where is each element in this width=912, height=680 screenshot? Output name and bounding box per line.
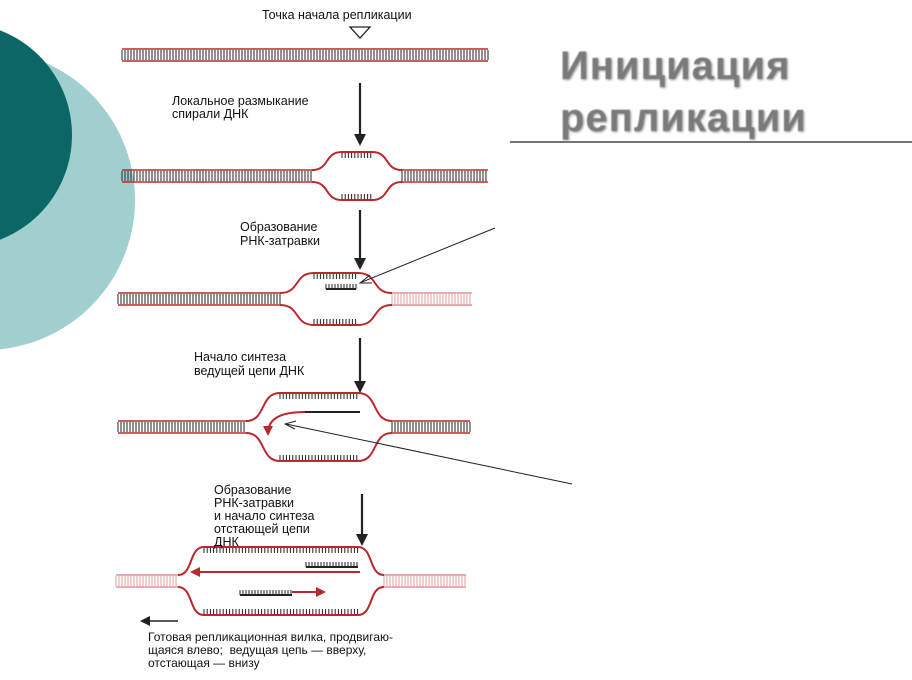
caption-line2: щаяся влево; ведущая цепь — вверху, xyxy=(148,643,367,657)
rna-primer-row-3 xyxy=(325,284,357,290)
dna-row-4-right xyxy=(391,420,471,434)
dna-row-4-bubble xyxy=(245,392,393,462)
pointer-line-primer xyxy=(361,227,496,283)
dna-row-3-right-rungs xyxy=(391,294,471,304)
dna-row-5-right xyxy=(383,574,466,588)
step3-label-line1: Начало синтеза xyxy=(194,350,287,364)
rna-primer-leading-row-5-bases xyxy=(305,562,358,567)
dna-row-3-right xyxy=(391,292,472,306)
dna-row-1-rungs xyxy=(121,50,489,60)
dna-row-4-left xyxy=(117,420,246,434)
caption-line1: Готовая репликационная вилка, продвигаю- xyxy=(148,630,394,644)
lagging-arrowhead-row-5 xyxy=(316,587,326,597)
dna-row-3-left xyxy=(117,292,281,306)
pointer-arrowhead-leading xyxy=(283,420,297,430)
slide-title: Инициация репликации xyxy=(560,40,860,144)
title-line-1: Инициация xyxy=(560,44,791,88)
dna-row-4-left-rungs xyxy=(117,422,245,432)
dna-row-5-left-rungs xyxy=(115,576,177,586)
step2-label-line1: Образование xyxy=(240,220,318,234)
step3-label-line2: ведущей цепи ДНК xyxy=(194,364,305,378)
dna-row-2-bubble-bottom-strand xyxy=(311,181,403,201)
dna-row-5-left xyxy=(115,574,178,588)
dna-row-4-bubble-bottom-strand xyxy=(245,432,393,462)
step4-label-line3: и начало синтеза xyxy=(214,509,315,523)
dna-row-5-bubble-top-strand xyxy=(177,546,385,576)
dna-row-3-bubble-bottom-strand xyxy=(279,304,393,326)
dna-row-2-right xyxy=(401,169,488,183)
dna-row-5-bubble xyxy=(177,546,385,616)
step4-label-line4: отстающей цепи xyxy=(214,522,310,536)
pointer-arrowhead-primer xyxy=(358,274,372,284)
dna-row-3-bubble xyxy=(279,272,393,326)
dna-row-5-right-rungs xyxy=(383,576,466,586)
dna-row-4-right-rungs xyxy=(391,422,471,432)
step-arrow-2 xyxy=(354,210,366,270)
dna-row-3-left-rungs xyxy=(117,294,281,304)
dna-row-5-bubble-bottom-strand xyxy=(177,586,385,616)
step4-label-line2: РНК-затравки xyxy=(214,496,294,510)
dna-row-1 xyxy=(121,48,489,62)
dna-row-5-bubble-bases xyxy=(203,548,359,614)
rna-primer-row-3-bases xyxy=(325,284,357,289)
rna-primer-lagging-row-5-bases xyxy=(239,590,292,595)
leading-arrowhead-row-4 xyxy=(263,426,273,436)
step-arrow-4 xyxy=(356,494,368,546)
dna-row-2-bubble-top-strand xyxy=(311,151,403,171)
title-line-2: репликации xyxy=(560,96,807,140)
step1-label-line2: спирали ДНК xyxy=(172,107,249,121)
step4-label-line1: Образование xyxy=(214,483,292,497)
step2-label-line2: РНК-затравки xyxy=(240,234,320,248)
leading-arrowhead-row-5 xyxy=(190,567,200,577)
dna-row-2-left xyxy=(121,169,312,183)
fork-direction-arrow xyxy=(140,616,178,626)
dna-row-3-bubble-top-strand xyxy=(279,272,393,294)
dna-row-3-bubble-bases xyxy=(313,274,357,324)
rna-primer-leading-row-5 xyxy=(305,562,358,568)
dna-row-2-right-rungs xyxy=(401,171,487,181)
replication-diagram xyxy=(115,48,489,616)
rna-primer-lagging-row-5 xyxy=(239,590,292,596)
dna-row-4-bubble-top-strand xyxy=(245,392,393,422)
pointer-line-leading xyxy=(285,423,573,485)
caption-line3: отстающая — внизу xyxy=(148,656,260,670)
dna-row-2-bubble xyxy=(311,151,403,201)
dna-row-4-bubble-bases xyxy=(279,394,358,460)
dna-row-2-left-rungs xyxy=(121,171,312,181)
step-arrow-1 xyxy=(354,83,366,146)
step4-label-line5: ДНК xyxy=(214,535,239,549)
origin-label: Точка начала репликации xyxy=(262,8,412,22)
origin-triangle-icon xyxy=(348,26,372,39)
dna-row-2-bubble-bases xyxy=(341,153,372,199)
step-arrow-3 xyxy=(354,338,366,393)
step1-label-line1: Локальное размыкание xyxy=(172,94,309,108)
decor-circle-dark xyxy=(0,30,72,240)
